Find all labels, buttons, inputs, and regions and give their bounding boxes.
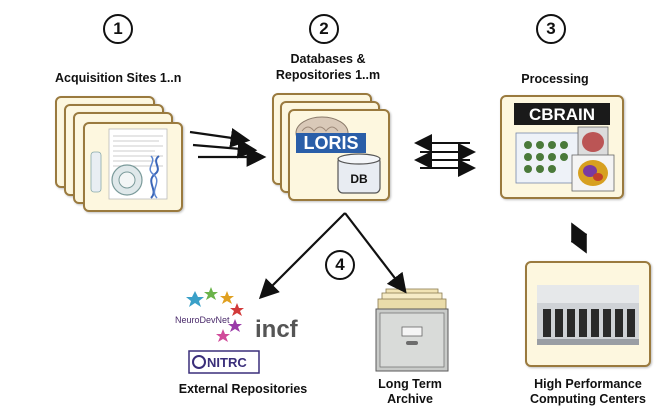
neurodevnet-logo-text: NeuroDevNet [175, 315, 230, 325]
processing-label: Processing [521, 72, 589, 86]
step-2-circle: 2 [309, 14, 339, 44]
cbrain-illustration: CBRAIN [514, 103, 615, 192]
supercomputer-illustration [537, 285, 639, 345]
databases-label-line1: Databases & [290, 52, 366, 66]
hpc-label-line2: Computing Centers [530, 392, 646, 406]
db-to-external-arrow [258, 212, 346, 300]
db-to-archive-arrow [344, 212, 407, 294]
acquisition-to-db-arrow-1 [189, 128, 251, 148]
external-repositories-logos: NeuroDevNet incf NITRC [175, 287, 299, 374]
archive-label-line1: Long Term [378, 377, 442, 391]
incf-logo-text: incf [255, 316, 299, 343]
loris-db-illustration: LORIS DB [295, 116, 381, 194]
hpc-to-processing-arrow [571, 222, 588, 251]
hpc-card [525, 261, 651, 367]
db-cylinder-text: DB [350, 172, 368, 186]
neurodevnet-stars-icon [186, 287, 244, 342]
databases-label-line2: Repositories 1..m [275, 68, 381, 82]
archive-cabinet-icon [375, 288, 449, 372]
database-card-front: LORIS DB [288, 109, 390, 201]
processing-card: CBRAIN [500, 95, 624, 199]
step-3-circle: 3 [536, 14, 566, 44]
hpc-label-line1: High Performance [534, 377, 642, 391]
step-4-circle: 4 [325, 250, 355, 280]
acquisition-label: Acquisition Sites 1..n [55, 71, 182, 85]
loris-logo-text: LORIS [303, 133, 358, 153]
nitrc-logo-text: NITRC [207, 355, 247, 370]
acquisition-illustration [90, 128, 168, 200]
cbrain-logo-text: CBRAIN [529, 105, 595, 124]
external-repositories-label: External Repositories [178, 382, 308, 396]
archive-label-line2: Archive [387, 392, 433, 406]
step-1-circle: 1 [103, 14, 133, 44]
acquisition-to-db-arrow-2 [192, 138, 258, 159]
acquisition-card-front [83, 122, 183, 212]
